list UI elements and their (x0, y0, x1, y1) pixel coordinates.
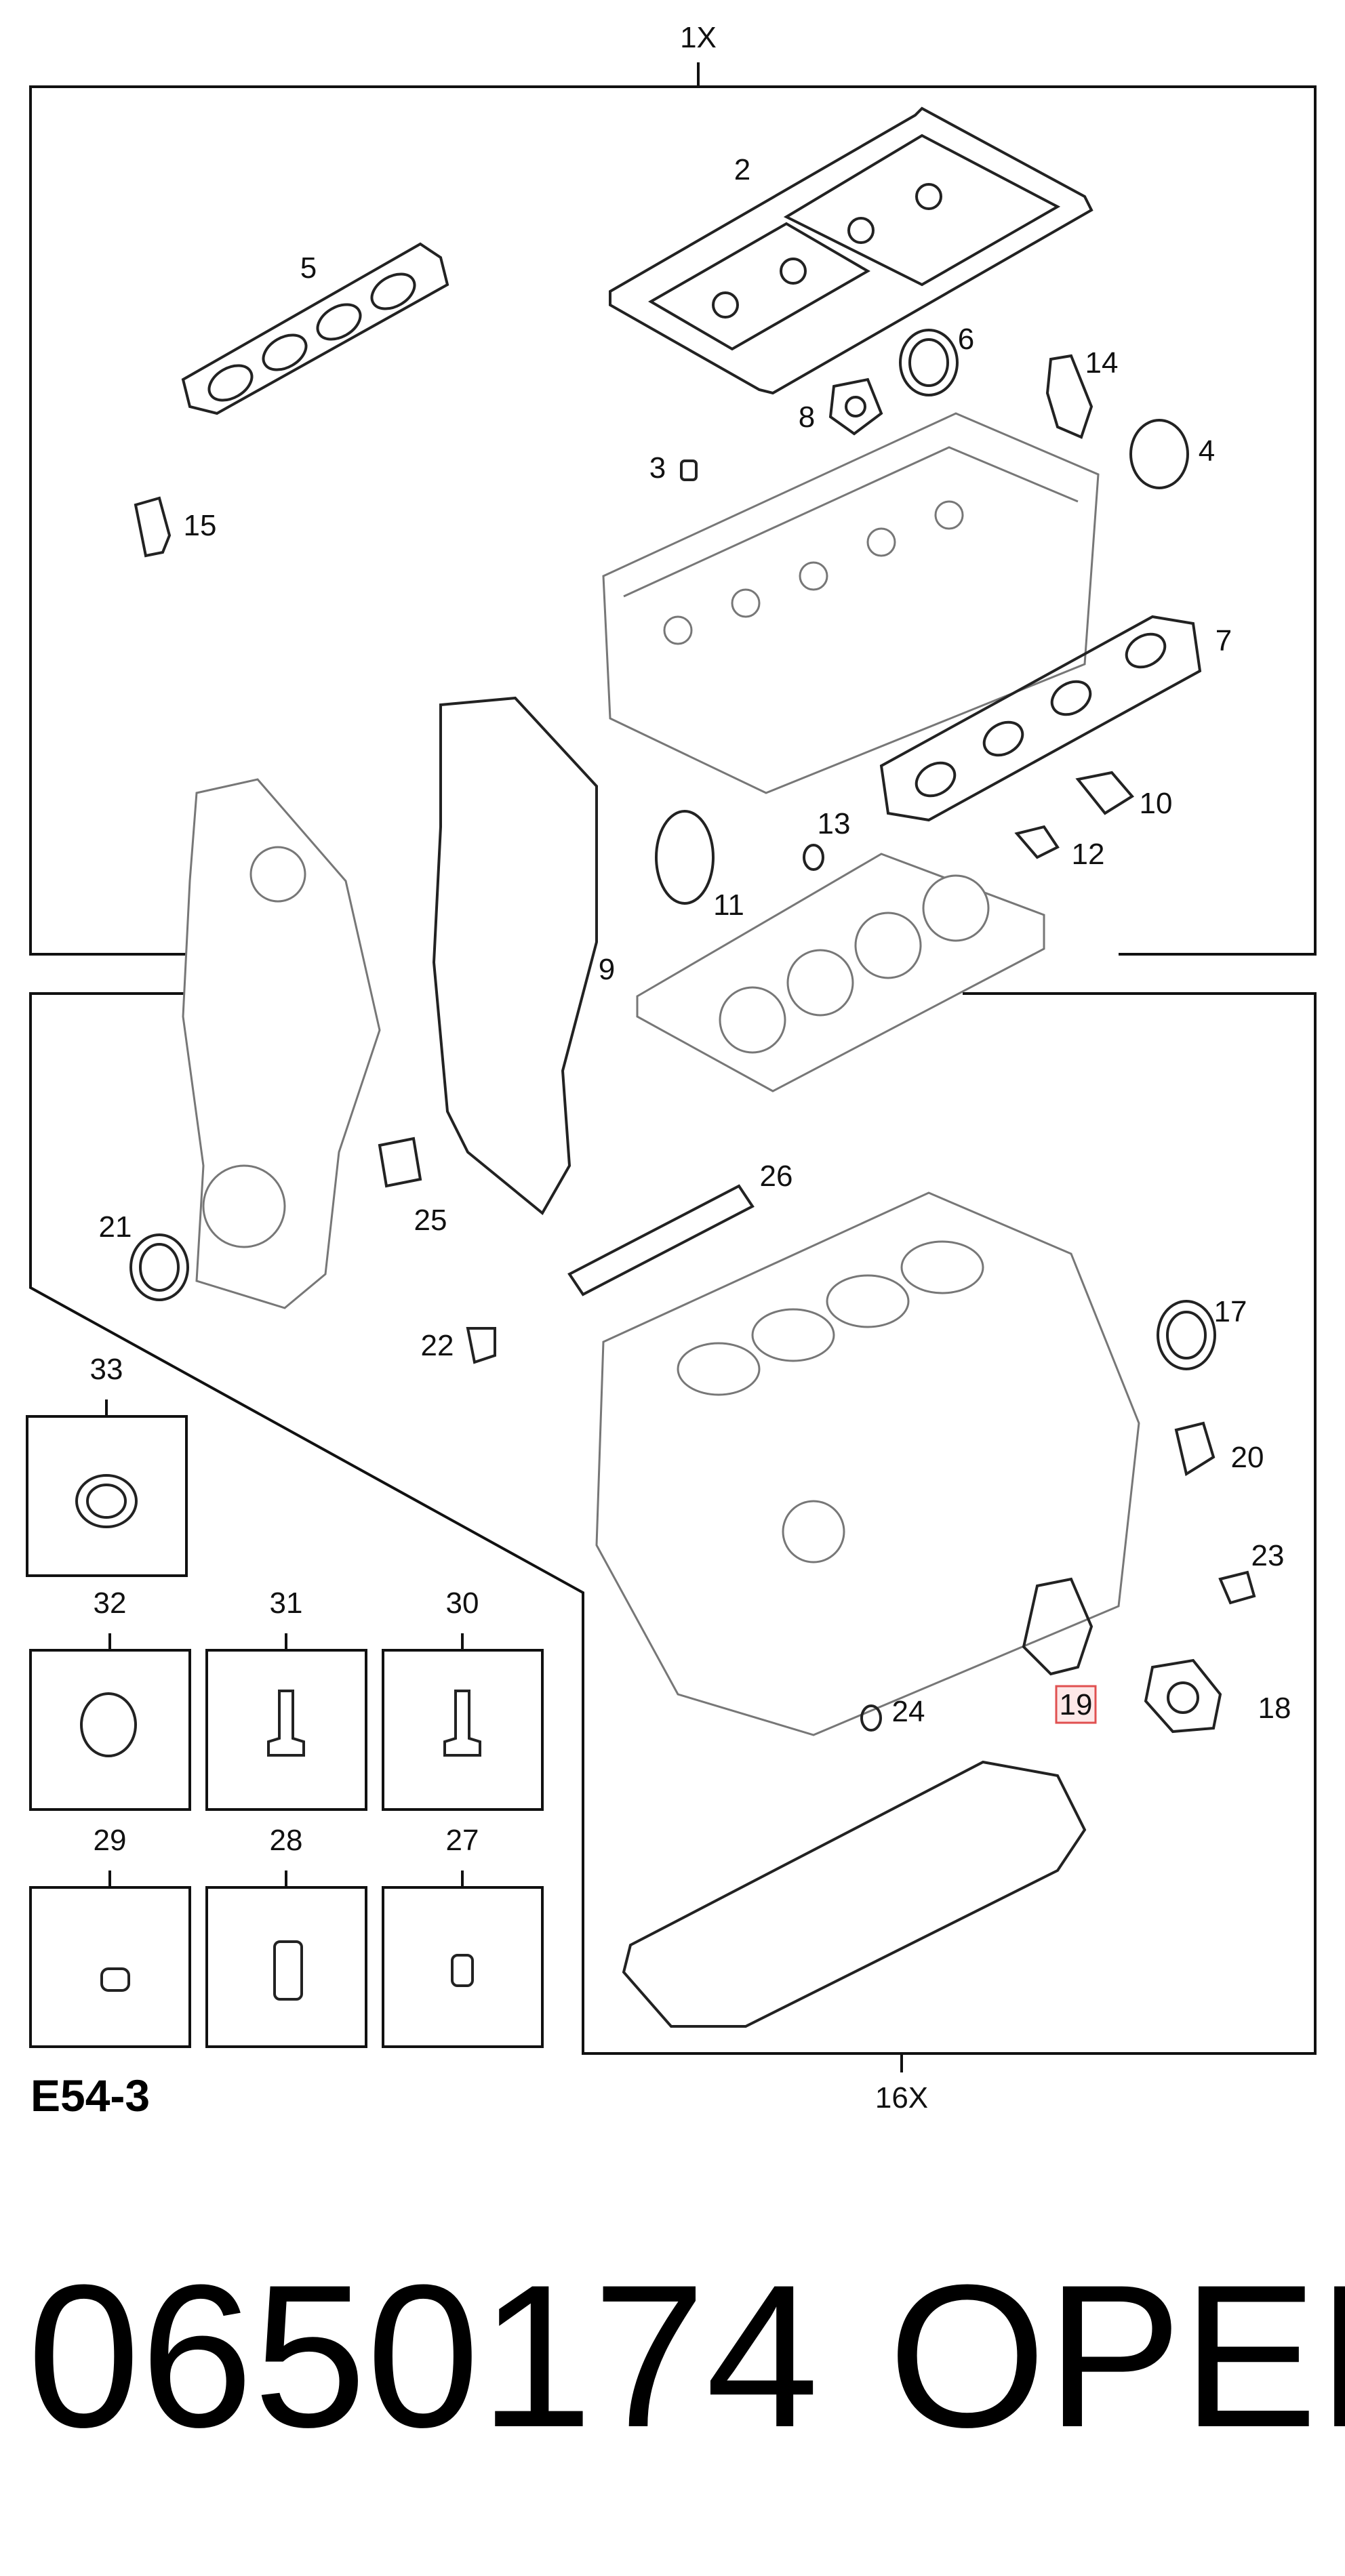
highlight-box (1055, 1685, 1097, 1724)
part-label: 29 (94, 1824, 127, 1857)
part-label: 25 (414, 1204, 447, 1237)
gasket-23-part (1218, 1570, 1256, 1605)
part-label: 7 (1216, 624, 1232, 657)
upper-kit-qty: 1X (680, 21, 717, 54)
part-label: 4 (1199, 434, 1215, 468)
part-label: 9 (599, 953, 615, 986)
plug-32-part (80, 1692, 137, 1757)
dowel-27-part (451, 1954, 474, 1987)
part-label: 26 (760, 1160, 793, 1193)
part-label: 17 (1214, 1295, 1247, 1328)
gasket-18-part (1144, 1658, 1222, 1734)
gasket-20-part (1174, 1421, 1216, 1477)
gasket-8-part (828, 377, 883, 436)
part-label: 33 (90, 1353, 123, 1386)
part-label: 3 (649, 451, 666, 485)
caption-brand: OPEL (888, 2242, 1345, 2470)
sleeve-33-part (75, 1474, 138, 1528)
gasket-14-part (1045, 354, 1093, 439)
engine-block-illustration (595, 1191, 1140, 1736)
lower-kit-qty: 16X (875, 2081, 928, 2114)
part-label: 23 (1251, 1539, 1285, 1572)
head-cover-gasket-part (609, 106, 1093, 395)
part-label: 24 (892, 1695, 925, 1728)
o-ring-13-part (803, 844, 824, 871)
plug-22-part (466, 1327, 496, 1364)
part-label: 15 (184, 509, 217, 542)
part-label: 32 (94, 1587, 127, 1620)
exhaust-gasket-part (879, 615, 1202, 822)
timing-cover-illustration (182, 778, 381, 1309)
gasket-25-part (378, 1137, 422, 1188)
part-label: 13 (818, 807, 851, 840)
part-label: 21 (99, 1210, 132, 1244)
group-code: E54-3 (31, 2070, 150, 2121)
caption-part-number: 0650174 (27, 2242, 819, 2470)
oil-pan-gasket-part (622, 1760, 1087, 2028)
part-label: 27 (446, 1824, 479, 1857)
timing-cover-gasket-part (432, 696, 598, 1216)
highlighted-part-label: 19 (1060, 1688, 1093, 1721)
gasket-26-part (567, 1184, 755, 1296)
gasket-12-part (1014, 825, 1060, 859)
part-label: 30 (446, 1587, 479, 1620)
part-label: 14 (1085, 346, 1119, 380)
part-label: 18 (1258, 1692, 1291, 1725)
cylinder-head-illustration (602, 412, 1100, 794)
gasket-19-part (1022, 1577, 1093, 1676)
part-label: 22 (421, 1329, 454, 1362)
o-ring-4-part (1129, 419, 1189, 489)
lower-kit-frame (29, 992, 1317, 2072)
o-ring-24-part (860, 1704, 882, 1732)
dowel-3-part (680, 459, 698, 481)
part-label: 5 (300, 251, 317, 285)
part-label: 2 (734, 153, 750, 186)
head-gasket-part (636, 853, 1045, 1092)
gasket-10-part (1075, 771, 1135, 815)
bolt-31-part (267, 1690, 305, 1757)
part-label: 12 (1072, 838, 1105, 871)
bolt-30-part (443, 1690, 481, 1757)
part-label: 11 (713, 888, 744, 922)
part-label: 20 (1231, 1441, 1264, 1474)
part-label: 6 (958, 323, 974, 356)
upper-kit-frame (29, 62, 1317, 956)
part-label: 8 (799, 401, 815, 434)
part-label: 28 (270, 1824, 303, 1857)
part-label: 10 (1140, 787, 1173, 820)
intake-gasket-part (181, 242, 449, 415)
o-ring-11-part (655, 810, 715, 905)
part-label: 31 (270, 1587, 303, 1620)
part-box-29 (29, 1886, 191, 2048)
pin-29-part (100, 1967, 130, 1992)
sleeve-28-part (273, 1940, 303, 2001)
small-gasket-15-part (134, 496, 172, 558)
